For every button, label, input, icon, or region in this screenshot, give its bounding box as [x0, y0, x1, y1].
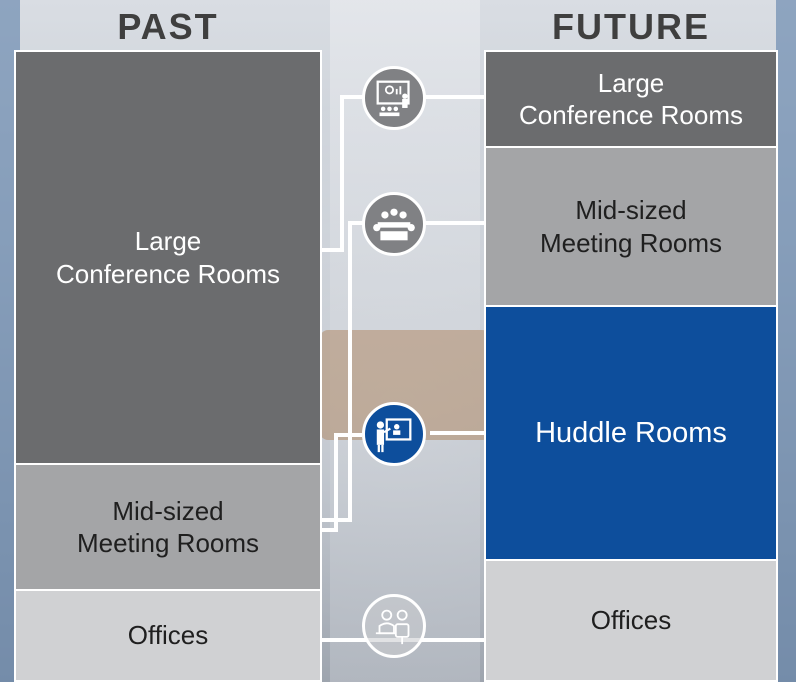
future-title: FUTURE: [552, 6, 710, 47]
past-large-line2: Conference Rooms: [56, 258, 280, 289]
future-huddle-label: Huddle Rooms: [535, 416, 727, 449]
future-large-line1: Large: [597, 67, 665, 98]
background-right-panel: [776, 0, 796, 682]
past-mid-line2: Meeting Rooms: [76, 528, 260, 558]
future-large-conference-block: Large Conference Rooms: [484, 50, 778, 148]
past-offices-label: Offices: [127, 620, 209, 651]
future-mid-line2: Meeting Rooms: [539, 227, 723, 258]
huddle-presenter-icon: [362, 402, 426, 466]
future-mid-sized-block: Mid-sized Meeting Rooms: [484, 146, 778, 307]
future-huddle-rooms-block: Huddle Rooms: [484, 305, 778, 561]
past-mid-sized-block: Mid-sized Meeting Rooms: [14, 463, 322, 591]
past-title: PAST: [117, 6, 219, 47]
office-desk-icon: [362, 594, 426, 658]
future-offices-label: Offices: [590, 605, 672, 636]
presentation-icon: [362, 66, 426, 130]
past-large-line1: Large: [134, 226, 202, 256]
past-mid-line1: Mid-sized: [112, 495, 224, 526]
past-offices-block: Offices: [14, 589, 322, 682]
future-large-line2: Conference Rooms: [519, 100, 743, 130]
future-mid-line1: Mid-sized: [575, 195, 687, 225]
future-offices-block: Offices: [484, 559, 778, 682]
meeting-table-icon: [362, 192, 426, 256]
past-large-conference-block: Large Conference Rooms: [14, 50, 322, 465]
